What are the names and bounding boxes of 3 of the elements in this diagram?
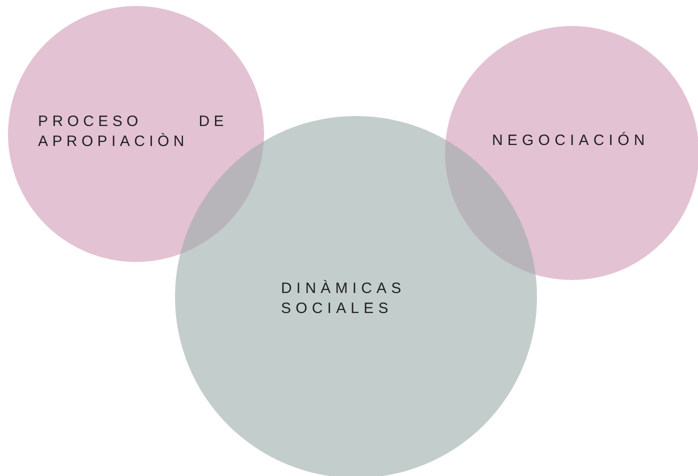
circle-label: DINÀMICAS SOCIALES: [281, 279, 407, 319]
circle-label: PROCESO DE APROPIACIÒN: [38, 112, 228, 152]
circle-label: NEGOCIACIÓN: [492, 131, 650, 151]
